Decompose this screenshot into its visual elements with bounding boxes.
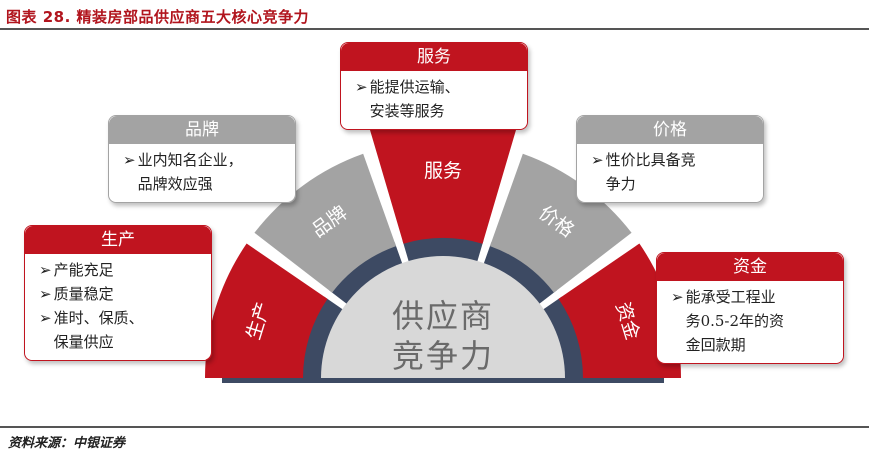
callout-production-line: ➢质量稳定 <box>39 282 199 306</box>
bullet-arrow-icon: ➢ <box>39 261 52 279</box>
callout-service-body: ➢能提供运输、➢安装等服务 <box>341 71 527 129</box>
figure-title-bar: 图表 28. 精装房部品供应商五大核心竞争力 <box>0 0 869 30</box>
callout-production-text: 保量供应 <box>53 333 114 351</box>
core-label-line1: 供应商 <box>392 297 494 335</box>
callout-capital-body: ➢能承受工程业➢务0.5-2年的资➢金回款期 <box>657 281 843 363</box>
callout-brand-text: 品牌效应强 <box>137 175 213 193</box>
callout-price-line: ➢争力 <box>591 172 751 196</box>
figure-title: 图表 28. 精装房部品供应商五大核心竞争力 <box>6 8 310 26</box>
segment-shadow <box>542 296 587 378</box>
callout-brand-line: ➢业内知名企业， <box>123 148 283 172</box>
callout-production-text: 产能充足 <box>53 261 114 279</box>
callout-service-line: ➢能提供运输、 <box>355 75 515 99</box>
callout-capital-line: ➢金回款期 <box>671 333 831 357</box>
callout-capital: 资金 ➢能承受工程业➢务0.5-2年的资➢金回款期 <box>656 252 844 364</box>
callout-capital-text: 务0.5-2年的资 <box>685 312 785 330</box>
segment-shadow <box>402 234 484 263</box>
segment-3 <box>367 111 519 244</box>
bullet-arrow-icon: ➢ <box>591 151 604 169</box>
callout-capital-text: 金回款期 <box>685 336 746 354</box>
callout-price-line: ➢性价比具备竞 <box>591 148 751 172</box>
callout-service-title: 服务 <box>341 43 527 71</box>
bullet-arrow-icon: ➢ <box>355 78 368 96</box>
bottom-rule <box>0 426 869 428</box>
callout-brand-line: ➢品牌效应强 <box>123 172 283 196</box>
segment-2 <box>254 153 397 293</box>
bullet-arrow-icon: ➢ <box>39 285 52 303</box>
segment-label: 服务 <box>424 160 462 182</box>
callout-service: 服务 ➢能提供运输、➢安装等服务 <box>340 42 528 130</box>
callout-brand-title: 品牌 <box>109 116 295 144</box>
core-semicircle <box>321 256 565 378</box>
callout-production-title: 生产 <box>25 226 211 254</box>
segment-1 <box>205 243 328 378</box>
callout-service-line: ➢安装等服务 <box>355 99 515 123</box>
callout-capital-line: ➢务0.5-2年的资 <box>671 309 831 333</box>
callout-brand-text: 业内知名企业， <box>137 151 243 169</box>
callout-capital-text: 能承受工程业 <box>685 288 776 306</box>
callout-production-line: ➢产能充足 <box>39 258 199 282</box>
callout-brand-body: ➢业内知名企业，➢品牌效应强 <box>109 144 295 202</box>
callout-production-body: ➢产能充足➢质量稳定➢准时、保质、➢保量供应 <box>25 254 211 360</box>
source-note: 资料来源：中银证券 <box>8 436 126 451</box>
callout-price-text: 争力 <box>605 175 636 193</box>
segment-shadow <box>483 242 558 305</box>
callout-production-text: 质量稳定 <box>53 285 114 303</box>
bullet-arrow-icon: ➢ <box>123 151 136 169</box>
bullet-arrow-icon: ➢ <box>671 288 684 306</box>
callout-price-body: ➢性价比具备竞➢争力 <box>577 144 763 202</box>
callout-price-title: 价格 <box>577 116 763 144</box>
callout-capital-line: ➢能承受工程业 <box>671 285 831 309</box>
segment-4 <box>489 153 632 293</box>
callout-production-line: ➢准时、保质、 <box>39 306 199 330</box>
callout-service-text: 能提供运输、 <box>369 78 460 96</box>
callout-production: 生产 ➢产能充足➢质量稳定➢准时、保质、➢保量供应 <box>24 225 212 361</box>
top-rule <box>0 28 869 30</box>
segment-shadow <box>299 296 344 378</box>
callout-service-text: 安装等服务 <box>369 102 445 120</box>
segment-shadow <box>328 242 403 305</box>
bullet-arrow-icon: ➢ <box>39 309 52 327</box>
segment-5 <box>558 243 681 378</box>
callout-production-line: ➢保量供应 <box>39 330 199 354</box>
callout-production-text: 准时、保质、 <box>53 309 144 327</box>
core-label-line2: 竞争力 <box>392 337 494 375</box>
callout-brand: 品牌 ➢业内知名企业，➢品牌效应强 <box>108 115 296 203</box>
callout-price: 价格 ➢性价比具备竞➢争力 <box>576 115 764 203</box>
callout-price-text: 性价比具备竞 <box>605 151 696 169</box>
callout-capital-title: 资金 <box>657 253 843 281</box>
